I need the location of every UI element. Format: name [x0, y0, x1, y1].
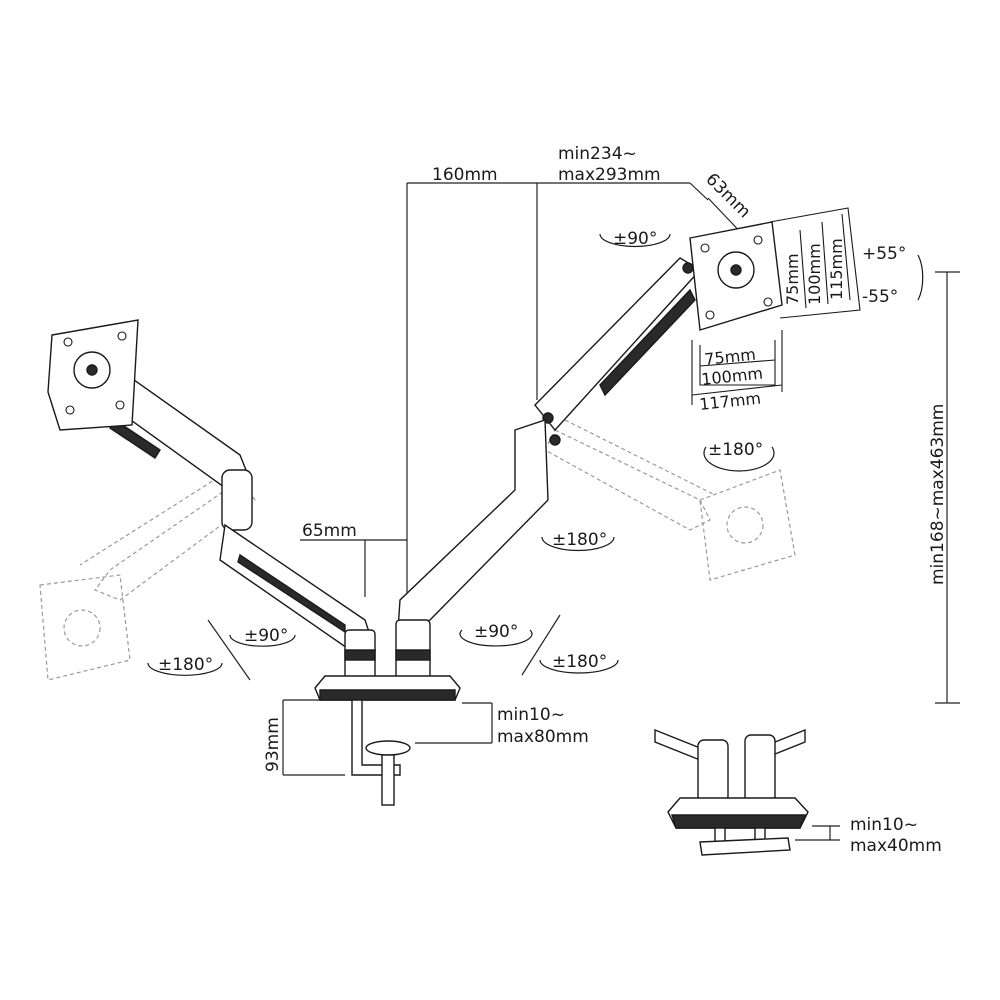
- rot-180-right-label: ±180°: [552, 652, 607, 672]
- rot-180-left-label: ±180°: [158, 655, 213, 675]
- rotation-markers: [147, 233, 924, 676]
- rot-90-left-label: ±90°: [244, 626, 288, 646]
- ghost-positions: [39, 419, 796, 681]
- vesa-v75-label: 75mm: [783, 253, 802, 305]
- right-arm: [397, 221, 783, 631]
- grommet-range-bottom-label: max40mm: [850, 836, 942, 856]
- labels: 160mm min234~ max293mm 63mm ±90° +55° -5…: [158, 144, 948, 856]
- arm-length-top-label: min234~: [558, 144, 637, 164]
- vesa-v100-label: 100mm: [805, 243, 824, 305]
- left-arm: [47, 319, 376, 651]
- pole-offset-label: 65mm: [302, 521, 357, 541]
- rot-top-plate-label: ±90°: [613, 229, 657, 249]
- rot-180-mid-label: ±180°: [552, 530, 607, 550]
- arm-length-bottom-label: max293mm: [558, 165, 661, 185]
- arm-offset-label: 160mm: [432, 165, 498, 185]
- vesa-edge-label: 63mm: [701, 169, 754, 222]
- tilt-down-label: -55°: [862, 287, 898, 307]
- rot-180-upper-label: ±180°: [708, 440, 763, 460]
- height-range-label: min168~max463mm: [928, 404, 948, 585]
- center-pole-base: [314, 619, 461, 806]
- rot-90-right-label: ±90°: [474, 622, 518, 642]
- clamp-height-label: 93mm: [263, 717, 283, 772]
- tilt-up-label: +55°: [862, 244, 906, 264]
- grommet-range-top-label: min10~: [850, 815, 918, 835]
- dimension-lines: [207, 182, 960, 841]
- vesa-h117-label: 117mm: [698, 389, 761, 414]
- vesa-v115-label: 115mm: [827, 238, 846, 300]
- clamp-range-top-label: min10~: [497, 705, 565, 725]
- clamp-range-bottom-label: max80mm: [497, 727, 589, 747]
- vesa-dimension-bracket: [691, 207, 861, 405]
- grommet-inset: [654, 728, 809, 856]
